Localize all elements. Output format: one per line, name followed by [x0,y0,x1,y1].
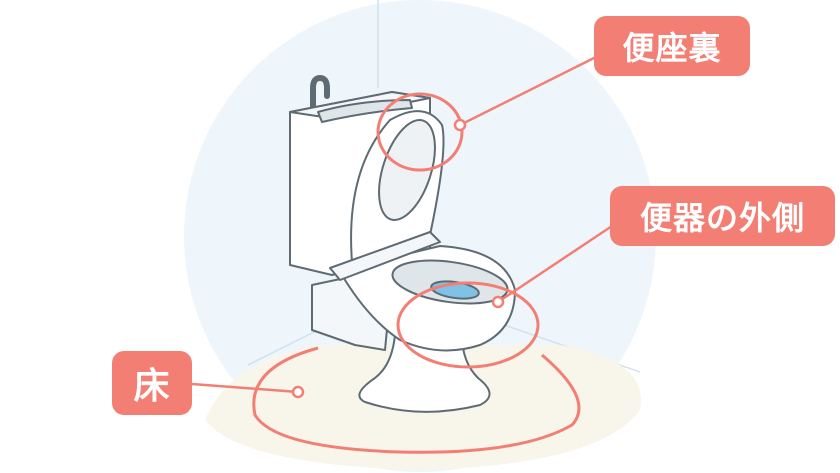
label-floor: 床 [112,351,192,415]
seat-hinge [329,231,441,281]
bowl-outside-dot [491,295,505,309]
label-toilet-seat-back: 便座裏 [594,16,750,76]
seat-back-highlight [376,92,464,172]
faucet-pipe [310,75,330,121]
seat-back-dot [453,118,467,132]
connector-lines [191,54,613,394]
bowl-outside-highlight [396,281,540,369]
connector-dots [291,118,505,399]
floor-highlight-ellipse [252,346,581,454]
highlight-marks [252,92,581,454]
label-bowl-outside: 便器の外側 [610,186,835,246]
toilet-pedestal [358,334,491,413]
floor-dot [291,385,305,399]
lid-inner-opening [378,118,436,222]
